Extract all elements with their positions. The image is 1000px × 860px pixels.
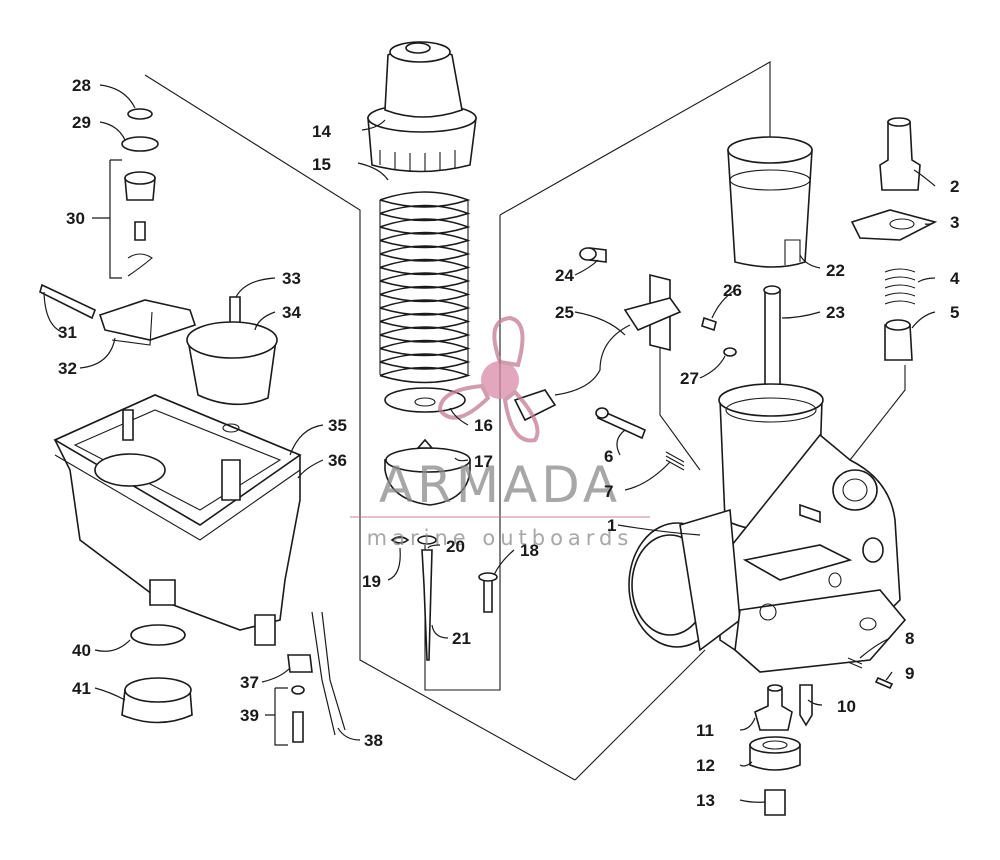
bottom-frame-line (574, 649, 706, 781)
callout-24: 24 (555, 266, 574, 285)
callout-38: 38 (364, 731, 383, 750)
callout-9: 9 (905, 664, 914, 683)
needle-valve-parts (850, 117, 938, 361)
callout-39: 39 (240, 706, 259, 725)
watermark-brand: ARMADA (379, 456, 621, 514)
callout-31: 31 (58, 323, 77, 342)
callout-12: 12 (696, 756, 715, 775)
drain-parts (121, 611, 346, 743)
callout-3: 3 (950, 213, 959, 232)
callout-27: 27 (680, 369, 699, 388)
callout-34: 34 (282, 303, 301, 322)
slide-spring (379, 191, 471, 384)
callout-10: 10 (837, 697, 856, 716)
jet-frame-line (849, 365, 906, 480)
pilot-screw-parts (595, 407, 685, 471)
callout-21: 21 (452, 629, 471, 648)
callout-41: 41 (72, 679, 91, 698)
callout-32: 32 (58, 359, 77, 378)
callout-16: 16 (474, 416, 493, 435)
callout-11: 11 (696, 721, 714, 740)
callout-23: 23 (826, 303, 845, 322)
callout-37: 37 (240, 673, 259, 692)
spring-seat (384, 387, 466, 413)
throttle-slide (727, 136, 813, 268)
callout-18: 18 (520, 541, 539, 560)
callout-26: 26 (723, 281, 742, 300)
callout-29: 29 (72, 113, 91, 132)
small-screw-washer (701, 316, 737, 357)
callout-20: 20 (446, 537, 465, 556)
watermark-tagline: marine outboards (367, 526, 634, 550)
main-jet-parts (749, 684, 801, 816)
callout-15: 15 (312, 155, 331, 174)
callout-14: 14 (312, 122, 331, 141)
callout-numbers: 1 2 3 4 5 6 7 8 9 10 11 12 13 14 15 16 1… (58, 76, 960, 810)
callout-28: 28 (72, 76, 91, 95)
choke-lever-assembly (513, 247, 682, 422)
callout-1: 1 (607, 516, 616, 535)
callout-17: 17 (474, 452, 493, 471)
propeller-logo (437, 315, 540, 443)
top-cap (367, 41, 477, 173)
callout-22: 22 (826, 261, 845, 280)
callout-5: 5 (950, 303, 959, 322)
needle-retainer (384, 438, 471, 506)
spring-coils (379, 191, 471, 384)
left-frame-line (144, 74, 576, 781)
right-frame-line-top (499, 61, 771, 216)
callout-6: 6 (604, 447, 613, 466)
callout-13: 13 (696, 791, 715, 810)
callout-35: 35 (328, 416, 347, 435)
callout-2: 2 (950, 177, 959, 196)
callout-40: 40 (72, 641, 91, 660)
armada-watermark: ARMADA marine outboards (350, 315, 650, 550)
adjuster-screws (799, 657, 894, 727)
leader-lines (43, 84, 936, 803)
carburetor-body (628, 383, 907, 673)
frame-lines (144, 61, 906, 781)
callout-4: 4 (950, 269, 960, 288)
callout-33: 33 (282, 269, 301, 288)
float-valve-parts (39, 108, 278, 406)
starter-plunger (763, 285, 781, 396)
callout-19: 19 (362, 572, 381, 591)
choke-frame-line (659, 340, 701, 471)
float-bowl (53, 394, 302, 646)
callout-36: 36 (328, 451, 347, 470)
callout-8: 8 (905, 629, 914, 648)
jet-needle-parts (390, 535, 498, 661)
callout-30: 30 (66, 209, 85, 228)
callout-25: 25 (555, 303, 574, 322)
callout-7: 7 (604, 482, 613, 501)
